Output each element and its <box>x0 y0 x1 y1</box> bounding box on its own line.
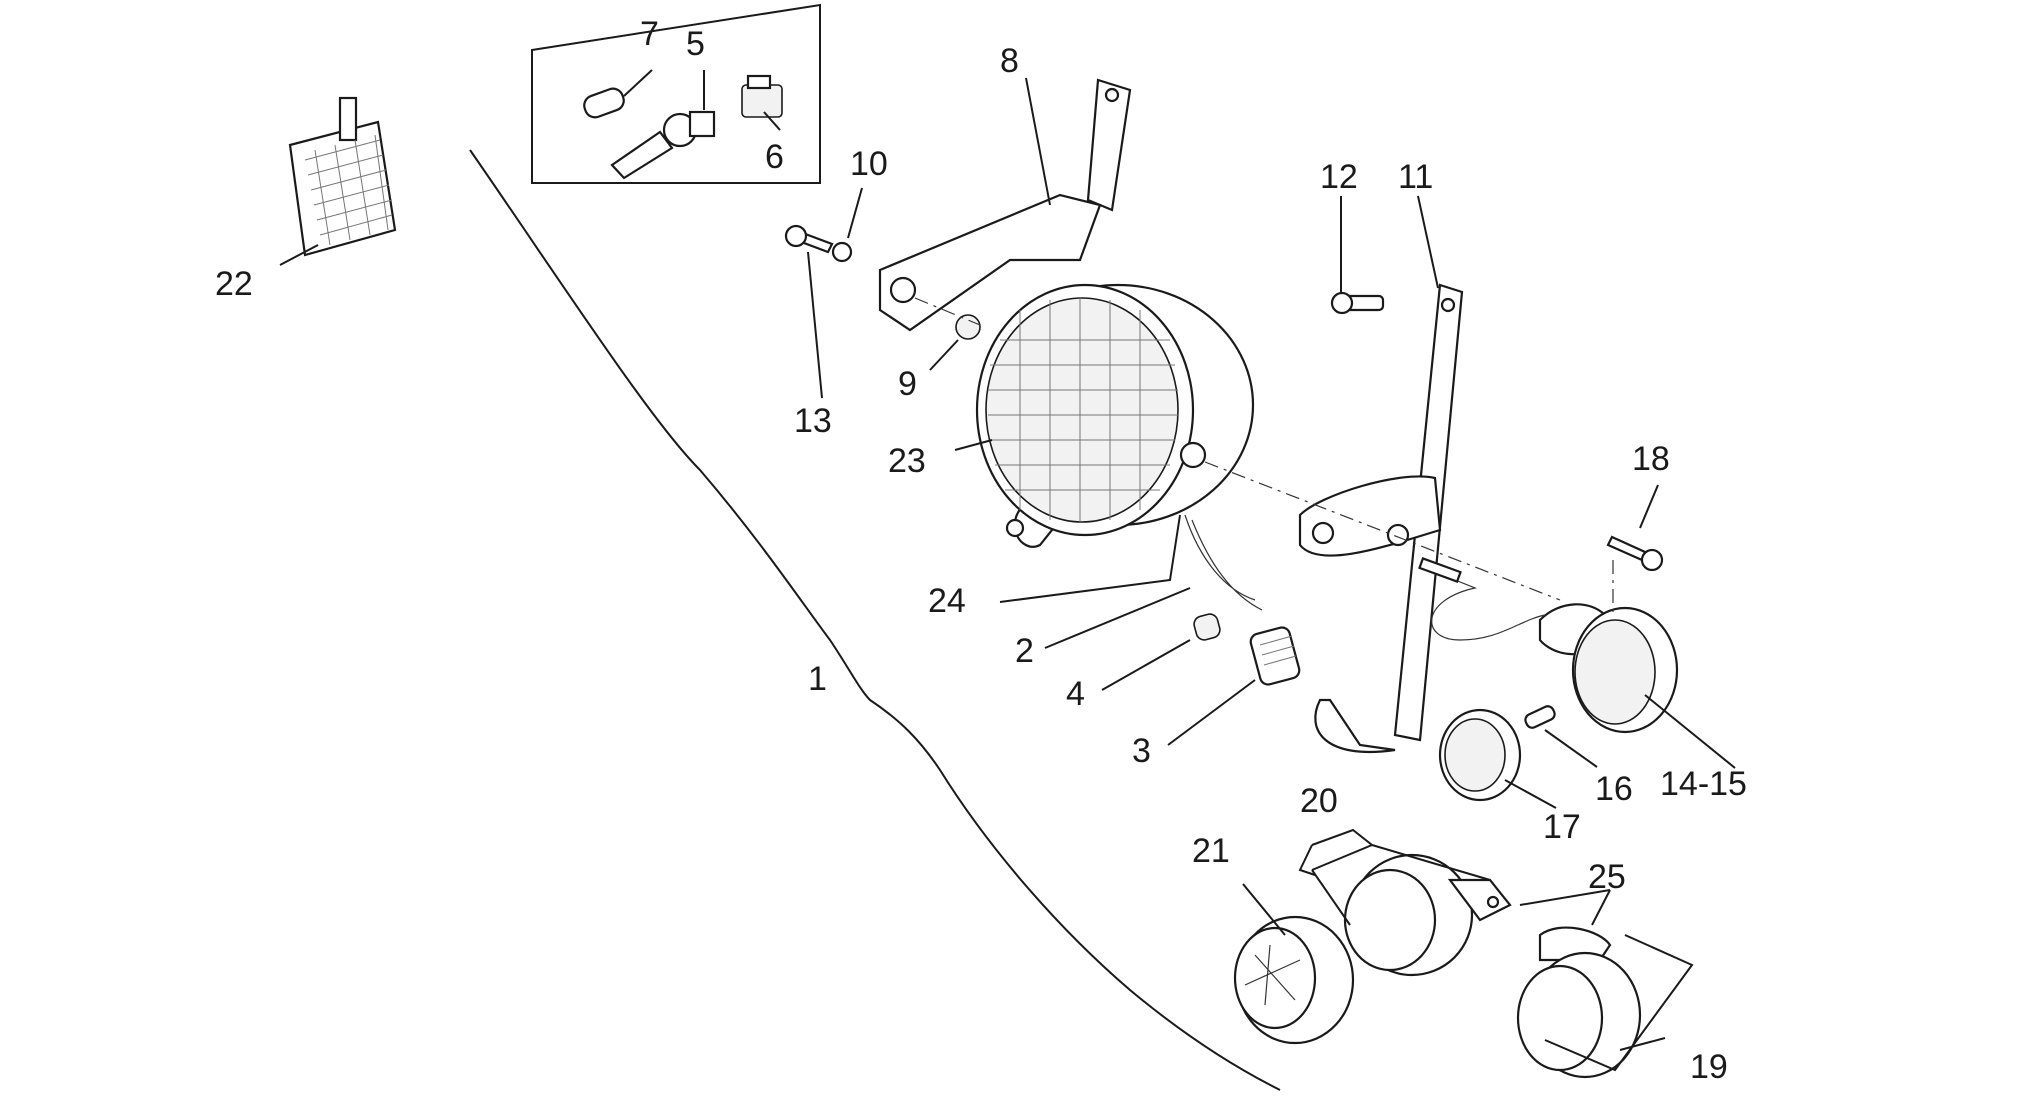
callout-24: 24 <box>928 582 966 620</box>
upper-bracket-part <box>878 78 1132 332</box>
callout-8: 8 <box>1000 42 1019 80</box>
bolt-18-part <box>1606 535 1664 572</box>
headlamp-part <box>975 283 1255 548</box>
callout-22: 22 <box>215 265 253 303</box>
wiring-part <box>1184 514 1263 611</box>
assembly-axis-2 <box>914 297 1614 612</box>
callout-7: 7 <box>640 15 659 53</box>
callout-9: 9 <box>898 365 917 403</box>
callout-23: 23 <box>888 442 926 480</box>
signal-bulb-part <box>1524 705 1556 729</box>
bulb-kit-box <box>531 3 821 184</box>
callout-13: 13 <box>794 402 832 440</box>
bolt-13-part <box>784 224 834 254</box>
washer-part <box>831 241 853 263</box>
spacer-part <box>955 314 981 340</box>
horn-cover-part <box>1233 915 1355 1045</box>
horn-20-part <box>1343 853 1512 977</box>
frame-outline <box>469 149 1281 1091</box>
leader-lines <box>279 69 1736 1072</box>
callout-5: 5 <box>686 25 705 63</box>
reflector-part <box>288 96 397 257</box>
callout-17: 17 <box>1543 808 1581 846</box>
assembly-axis <box>1204 461 1561 601</box>
connector-part <box>741 74 783 118</box>
bolt-12-part <box>1330 291 1385 315</box>
callout-2: 2 <box>1015 632 1034 670</box>
callout-18: 18 <box>1632 440 1670 478</box>
callout-16: 16 <box>1595 770 1633 808</box>
callout-12: 12 <box>1320 158 1358 196</box>
callout-20: 20 <box>1300 782 1338 820</box>
callout-10: 10 <box>850 145 888 183</box>
callout-1: 1 <box>808 660 827 698</box>
callout-25: 25 <box>1588 858 1626 896</box>
small-bulb-part <box>583 87 625 119</box>
callout-3: 3 <box>1132 732 1151 770</box>
callout-4: 4 <box>1066 675 1085 713</box>
callout-11: 11 <box>1398 158 1433 196</box>
callout-6: 6 <box>765 138 784 176</box>
lens-part <box>1438 708 1522 802</box>
grommet-part <box>1193 613 1221 641</box>
headlight-bulb-part <box>610 110 716 180</box>
callout-19: 19 <box>1690 1048 1728 1086</box>
callout-21: 21 <box>1192 832 1230 870</box>
callout-14-15: 14-15 <box>1660 765 1747 803</box>
lower-bracket-part <box>1298 283 1464 753</box>
connector-3-part <box>1249 626 1301 686</box>
